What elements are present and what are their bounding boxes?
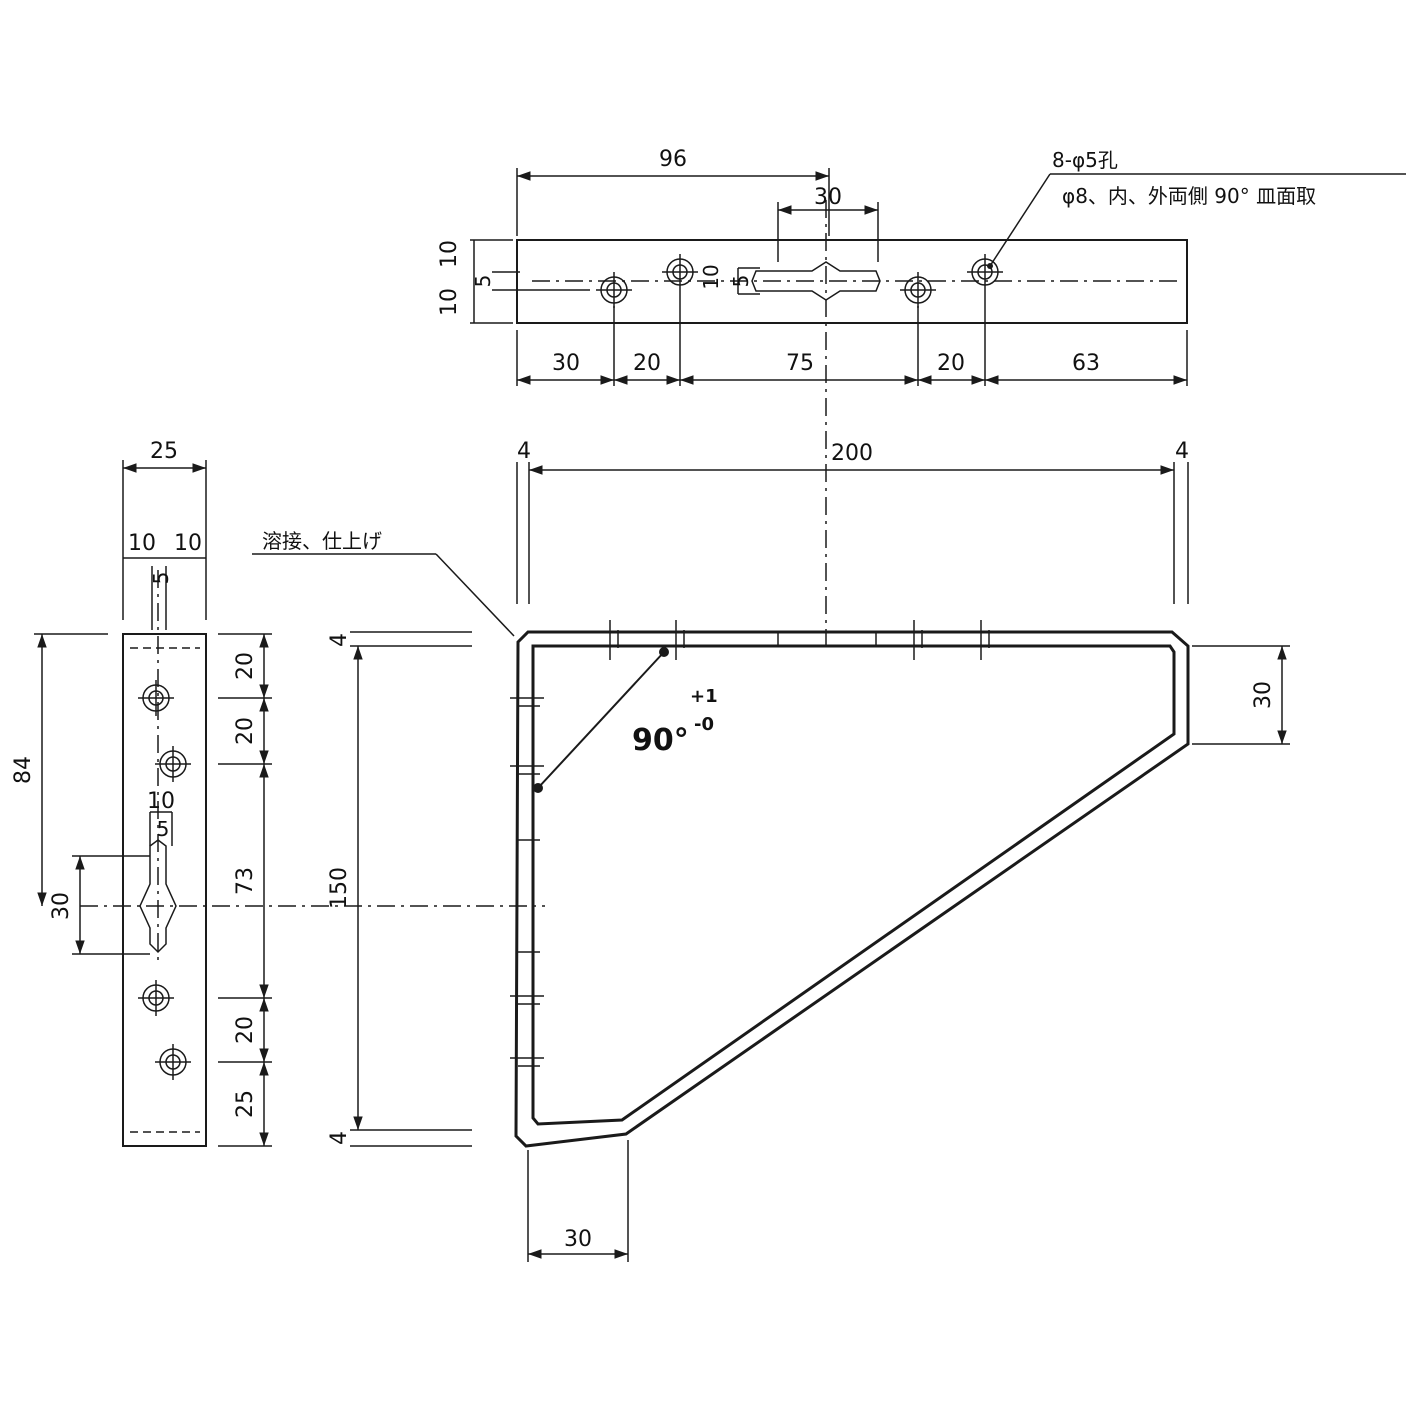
- side-view: 25 10 10 5 84 30 10 5 20: [11, 439, 272, 1147]
- dim-side-width-25: 25: [150, 439, 178, 464]
- dim-side-84: 84: [11, 756, 36, 784]
- bracket-outer-outline: [514, 630, 1190, 1148]
- dim-left-thickness-4: 4: [517, 439, 531, 464]
- dim-height-150: 150: [327, 867, 352, 909]
- dim-side-73: 73: [233, 867, 258, 895]
- dim-side-slot-width-10: 10: [147, 789, 175, 814]
- dim-seg-75: 75: [786, 351, 814, 376]
- dim-top-inner-5: 5: [471, 275, 495, 288]
- weld-note-text: 溶接、仕上げ: [262, 529, 382, 553]
- dim-edge-bottom-10: 10: [437, 288, 462, 316]
- dim-edge-top-10: 10: [437, 240, 462, 268]
- top-hole-2: [662, 254, 698, 290]
- dim-slot-height-10: 10: [699, 264, 723, 289]
- dim-top-thickness-4: 4: [327, 633, 352, 647]
- dim-slot-30: 30: [814, 185, 842, 210]
- top-hole-1: [596, 272, 632, 308]
- weld-note: 溶接、仕上げ: [252, 529, 515, 637]
- top-hole-3: [900, 272, 936, 308]
- front-view: 200 4 4 150 4 4 30 30 溶接、仕上げ: [80, 439, 1290, 1262]
- dim-side-20b: 20: [233, 717, 258, 745]
- side-hole-3: [138, 980, 174, 1016]
- side-right-dims: 20 20 73 20 25: [218, 633, 272, 1147]
- dim-side-slot-inner-5: 5: [157, 817, 170, 841]
- side-hole-4: [155, 1044, 191, 1080]
- top-bottom-dims: 30 20 75 20 63: [516, 290, 1188, 386]
- left-flange-marks: [510, 697, 544, 1067]
- dim-right-thickness-4: 4: [1175, 439, 1189, 464]
- hole-note-line1: 8-φ5孔: [1052, 148, 1118, 172]
- dim-span-200: 200: [831, 441, 873, 466]
- hole-note-line2: φ8、内、外両側 90° 皿面取: [1062, 184, 1316, 208]
- side-plate-outline: [122, 633, 207, 1147]
- top-view: 96 30 10 10 5 10 5 30: [437, 147, 1406, 650]
- side-hole-1: [138, 680, 174, 716]
- side-hole-2: [155, 746, 191, 782]
- dim-seg-20b: 20: [937, 351, 965, 376]
- top-flange-marks: [609, 620, 990, 660]
- dim-side-edge-left-10: 10: [128, 531, 156, 556]
- dim-side-slot-30: 30: [49, 892, 74, 920]
- angle-annotation: 90° +1 -0: [533, 647, 718, 793]
- angle-tol-plus: +1: [690, 686, 718, 707]
- bracket-inner-outline: [531, 644, 1176, 1126]
- angle-tol-minus: -0: [694, 714, 714, 735]
- dim-side-20a: 20: [233, 652, 258, 680]
- top-slot: [737, 261, 881, 301]
- top-hole-4: [967, 254, 1003, 290]
- dim-slot-inner-5: 5: [729, 275, 753, 288]
- angle-value: 90°: [632, 723, 689, 758]
- dim-side-edge-right-10: 10: [174, 531, 202, 556]
- dim-side-inner-5: 5: [149, 572, 173, 585]
- dim-96: 96: [659, 147, 687, 172]
- dim-bottom-thickness-4: 4: [327, 1131, 352, 1145]
- dim-seg-63: 63: [1072, 351, 1100, 376]
- hole-note: 8-φ5孔 φ8、内、外両側 90° 皿面取: [987, 148, 1406, 269]
- dim-side-25: 25: [233, 1090, 258, 1118]
- side-slot: [139, 811, 177, 954]
- dim-seg-30: 30: [552, 351, 580, 376]
- dim-bottom-leg-30: 30: [564, 1227, 592, 1252]
- dim-right-leg-30: 30: [1251, 681, 1276, 709]
- top-plate-outline: [516, 239, 1188, 324]
- dim-side-20c: 20: [233, 1016, 258, 1044]
- dim-seg-20a: 20: [633, 351, 661, 376]
